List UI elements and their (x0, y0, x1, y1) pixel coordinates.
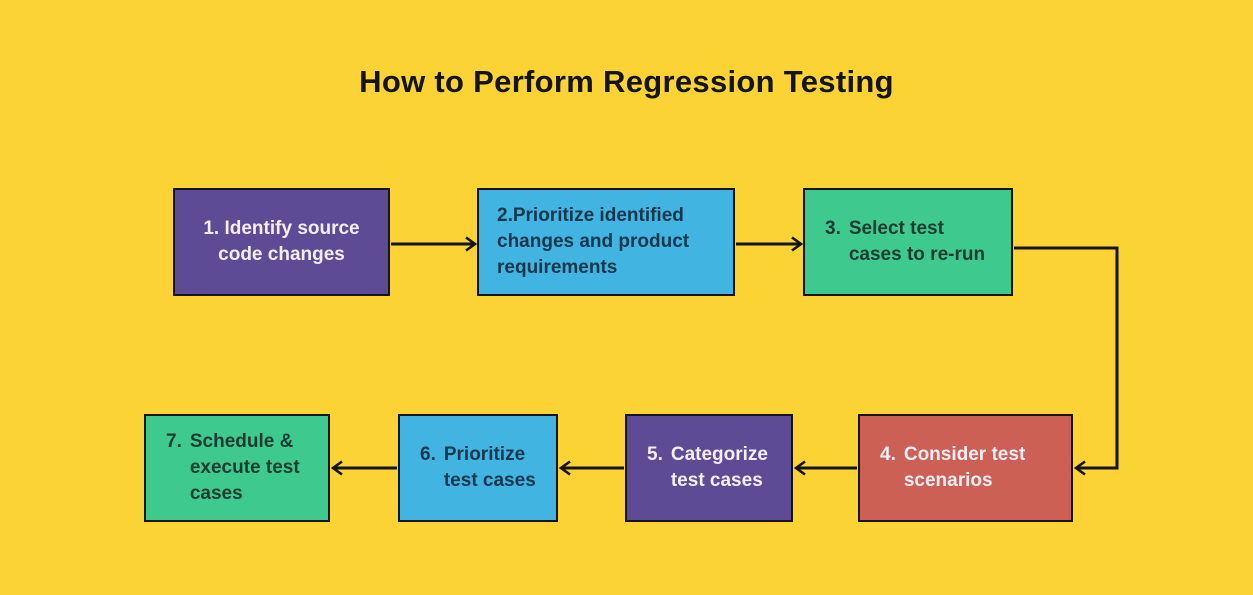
diagram-title: How to Perform Regression Testing (359, 64, 894, 99)
flow-step-2-label: 2.Prioritize identified changes and prod… (497, 205, 690, 278)
flow-step-7: 7.Schedule & execute test cases (144, 414, 330, 522)
flow-step-7-label: 7.Schedule & execute test cases (166, 431, 300, 504)
flow-step-4: 4.Consider test scenarios (858, 414, 1073, 522)
flow-step-1: 1. Identify source code changes (173, 188, 390, 296)
flow-step-2: 2.Prioritize identified changes and prod… (477, 188, 735, 296)
flow-step-4-label: 4.Consider test scenarios (880, 444, 1026, 491)
flow-step-3: 3.Select test cases to re-run (803, 188, 1013, 296)
flow-step-5-label: 5.Categorize test cases (647, 444, 768, 491)
flow-step-1-label: 1. Identify source code changes (203, 218, 360, 265)
flow-step-6-label: 6.Prioritize test cases (420, 444, 536, 491)
flow-step-3-label: 3.Select test cases to re-run (825, 218, 986, 265)
flow-step-6: 6.Prioritize test cases (398, 414, 558, 522)
flow-step-5: 5.Categorize test cases (625, 414, 793, 522)
